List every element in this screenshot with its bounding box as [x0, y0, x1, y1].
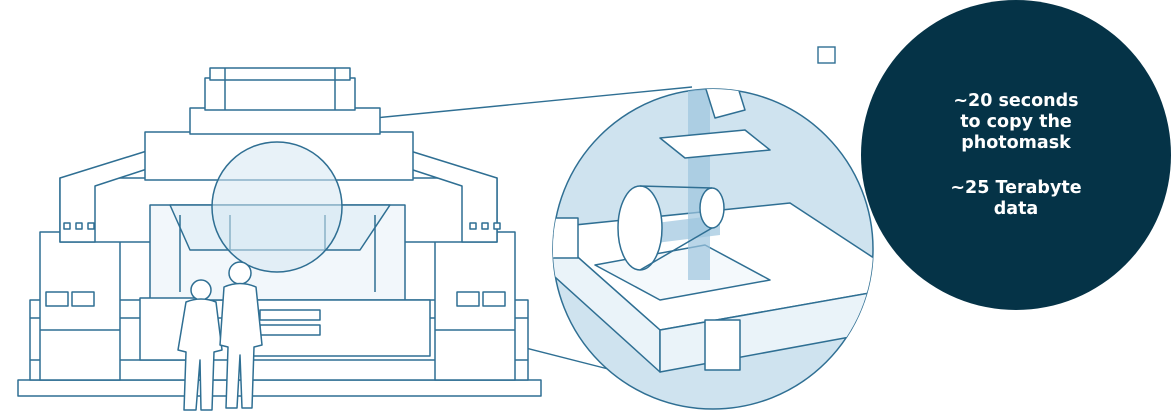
callout-line-4: ~25 Terabyte: [950, 177, 1082, 198]
callout-bubble: ~20 seconds to copy the photomask ~25 Te…: [861, 0, 1171, 310]
callout-line-1: ~20 seconds: [953, 90, 1079, 111]
optics-zoom-illustration: [552, 88, 874, 410]
technician-figure-icon: [177, 261, 263, 411]
callout-line-2: to copy the: [960, 111, 1072, 132]
callout-line-5: data: [993, 198, 1039, 219]
photomask-card-icon: [817, 46, 836, 64]
magnify-highlight-circle: [211, 141, 343, 273]
callout-line-3: photomask: [961, 132, 1071, 153]
